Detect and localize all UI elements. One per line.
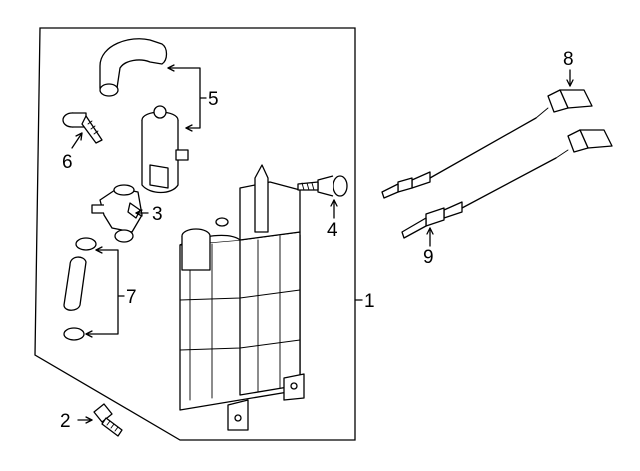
callout-8: 8	[563, 49, 574, 70]
oxygen-sensor-part-8	[381, 89, 593, 199]
callout-6: 6	[62, 152, 73, 173]
purge-valve-part-3	[91, 184, 143, 243]
callout-9: 9	[423, 247, 434, 268]
callout-4: 4	[327, 220, 338, 241]
screw-part-6	[62, 112, 103, 144]
callout-7: 7	[126, 287, 137, 308]
callout-7-bracket	[85, 249, 125, 335]
callout-1: 1	[364, 291, 375, 312]
callout-5: 5	[208, 89, 219, 110]
hose-and-filter	[99, 38, 189, 194]
bolt-part-2	[93, 403, 123, 437]
oxygen-sensor-part-9	[401, 129, 613, 239]
hose-with-clamps-part-7	[63, 237, 97, 341]
callout-5-bracket	[167, 67, 207, 129]
callout-2: 2	[60, 411, 71, 432]
bolt-part-4	[297, 175, 348, 197]
callout-3: 3	[152, 204, 163, 225]
canister-part-1	[179, 164, 305, 431]
